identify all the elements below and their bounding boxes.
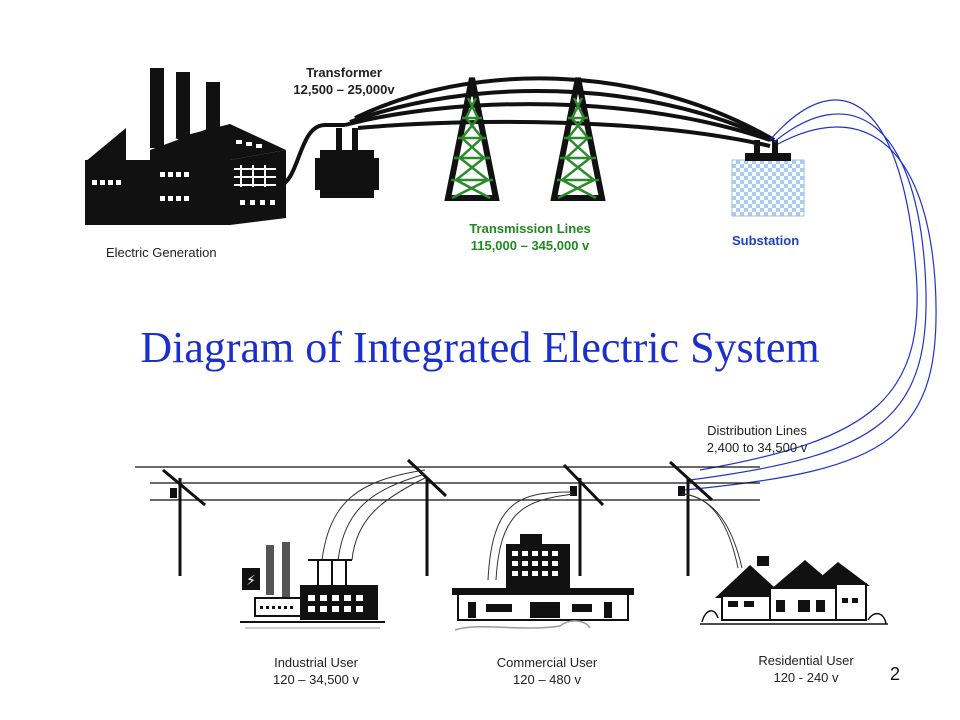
industrial-label-line2: 120 – 34,500 v [272,672,360,687]
transmission-label: Transmission Lines 115,000 – 345,000 v [448,220,612,254]
commercial-label-line2: 120 – 480 v [513,672,581,687]
residential-label-line1: Residential User [758,653,854,668]
distribution-feeder-wires [684,99,937,491]
industrial-label-line1: Industrial User [274,655,358,670]
substation-icon [731,140,805,217]
page-number: 2 [890,664,901,684]
commercial-building-icon [452,534,634,631]
transformer-label: Transformer 12,500 – 25,000v [282,64,406,98]
plant-to-transformer-cable [280,123,345,187]
utility-poles [162,458,714,576]
industrial-building-icon: ⚡ [240,542,385,629]
distribution-label: Distribution Lines 2,400 to 34,500 v [692,422,822,456]
distribution-lines [135,466,760,501]
svg-text:⚡: ⚡ [246,573,256,589]
power-plant-icon [85,68,286,225]
diagram-title: Diagram of Integrated Electric System [140,323,820,372]
transformer-icon [315,128,379,198]
pole-transformers [170,486,685,498]
service-drop-wires [321,469,743,581]
residential-house-icon [700,556,888,625]
commercial-label-line1: Commercial User [496,655,598,670]
transmission-label-line2: 115,000 – 345,000 v [470,238,590,253]
transmission-label-line1: Transmission Lines [469,221,591,236]
residential-label-line2: 120 - 240 v [773,670,839,685]
distribution-label-line1: Distribution Lines [707,423,807,438]
generation-label: Electric Generation [106,245,217,260]
industrial-label: Industrial User 120 – 34,500 v [258,654,374,688]
transmission-line-wires [344,76,776,148]
transmission-tower-bracing [451,97,599,200]
transformer-label-line2: 12,500 – 25,000v [293,82,395,97]
distribution-label-line2: 2,400 to 34,500 v [706,440,808,455]
commercial-label: Commercial User 120 – 480 v [480,654,614,688]
substation-label: Substation [732,233,800,248]
residential-label: Residential User 120 - 240 v [740,652,872,686]
transformer-label-line1: Transformer [306,65,382,80]
